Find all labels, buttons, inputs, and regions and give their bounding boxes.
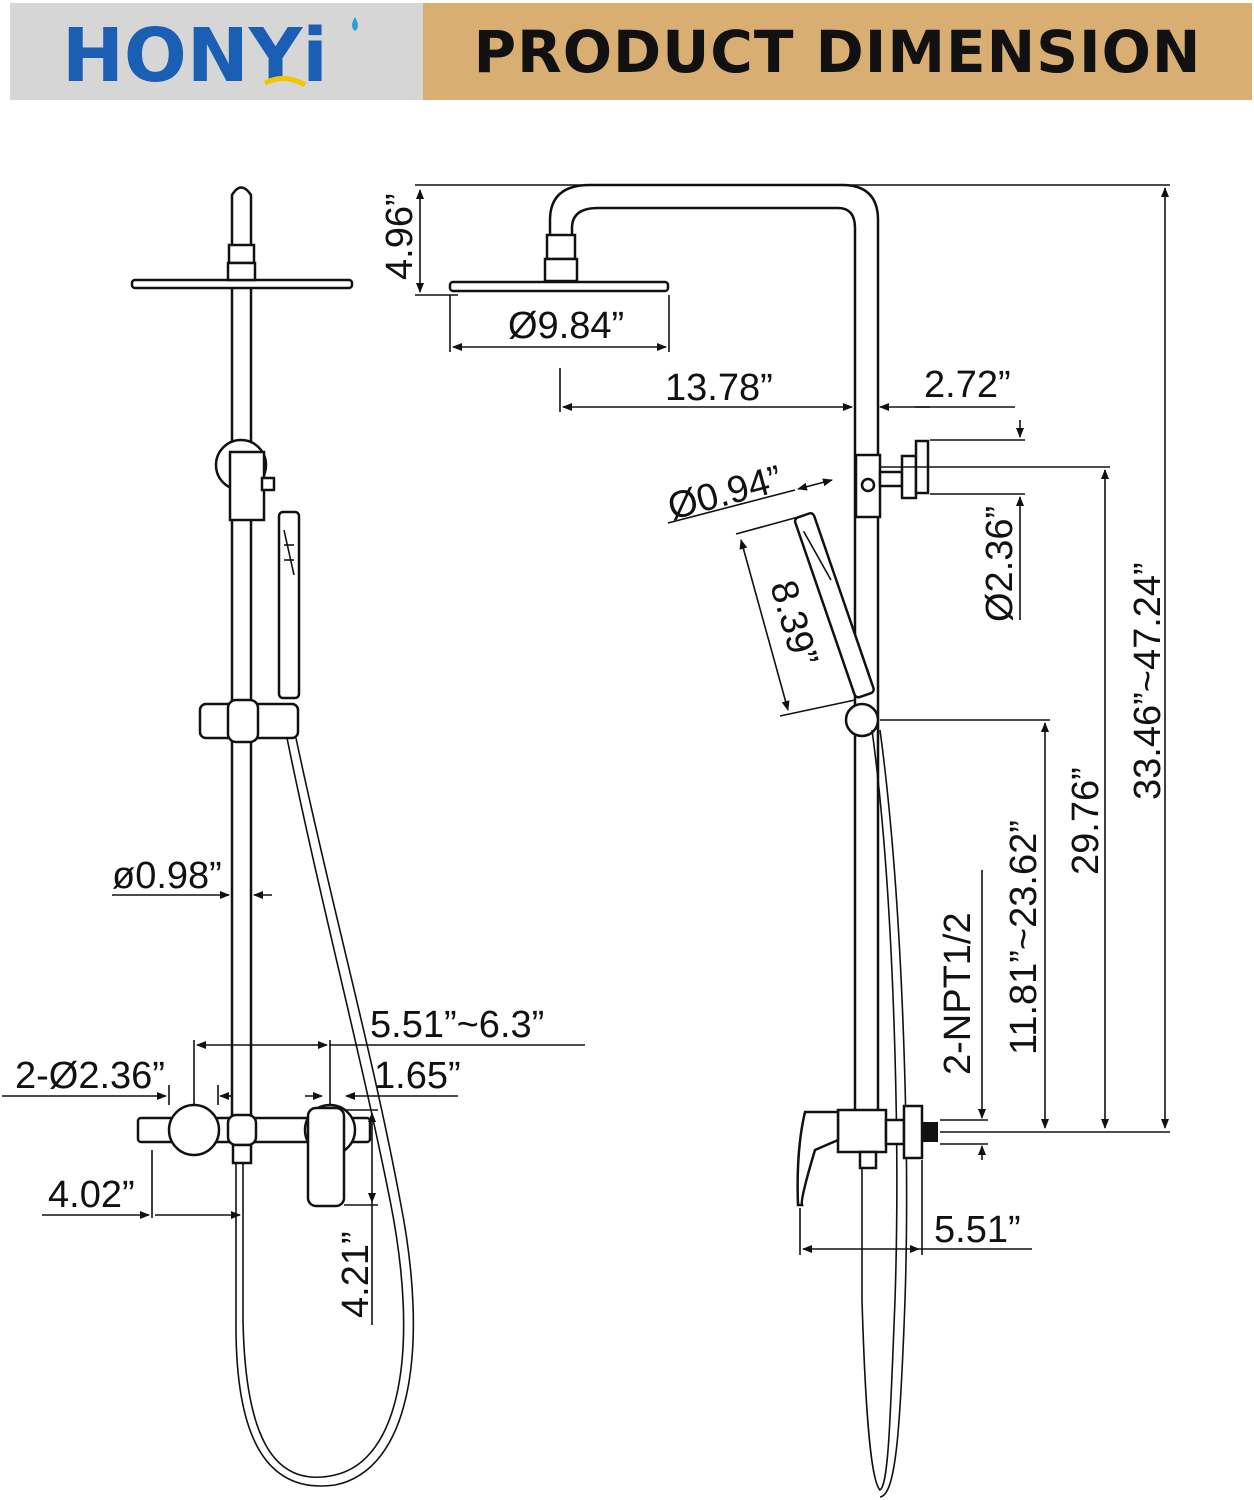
dimension-labels: 4.96” Ø9.84” 13.78” 2.72” Ø2.36” Ø0.94” … (15, 193, 1169, 1318)
label-arm-reach: 13.78” (665, 367, 773, 409)
side-valve-body (836, 1108, 888, 1154)
label-wall-projection: 5.51” (934, 1209, 1021, 1251)
side-bracket-base (900, 454, 918, 500)
brand-panel: HONYi (10, 3, 423, 100)
front-diverter (226, 1113, 258, 1147)
front-hose-outlet (231, 1143, 253, 1165)
brand-logo: HONYi (62, 13, 328, 99)
front-slider-holder (226, 698, 260, 744)
front-hand-shower (277, 510, 301, 700)
label-inlet-thread: 2-NPT1/2 (937, 912, 979, 1075)
label-spout-length: 4.02” (48, 1174, 135, 1216)
front-flange-left (167, 1103, 221, 1157)
label-bracket-diameter: Ø2.36” (979, 506, 1021, 622)
front-nut (227, 243, 256, 265)
page-title: PRODUCT DIMENSION (473, 17, 1202, 86)
front-bracket-screw (260, 476, 276, 492)
side-inlet-thread (922, 1122, 938, 1142)
label-head-diameter: Ø9.84” (508, 305, 624, 347)
side-flange (902, 1104, 924, 1160)
side-valve-handle (796, 1110, 840, 1207)
label-flange-diameter: 2-Ø2.36” (15, 1055, 165, 1097)
logo-swoosh-icon (263, 76, 307, 88)
label-total-height: 33.46”~47.24” (1127, 562, 1169, 800)
label-bracket-offset: 2.72” (924, 364, 1011, 406)
side-hose-outer (861, 729, 898, 1492)
label-head-height: 4.96” (379, 193, 421, 280)
label-slider-range: 11.81”~23.62” (1003, 820, 1045, 1055)
side-hose-inner (879, 729, 908, 1498)
label-valve-height: 4.21” (335, 1231, 377, 1318)
label-bracket-height: 29.76” (1065, 767, 1107, 875)
dimension-lines (2, 184, 1170, 1325)
side-bracket-arm (878, 470, 904, 488)
side-arm-inner (570, 206, 857, 1120)
front-bracket-clamp (228, 450, 266, 522)
front-hand-grip (283, 529, 295, 576)
label-handheld-length: 8.39” (761, 576, 825, 671)
front-hose-outer (242, 737, 405, 1478)
front-valve-handle (306, 1106, 346, 1208)
front-view (130, 186, 415, 1487)
label-pipe-diameter: ø0.98” (112, 855, 222, 897)
front-pipe-top (230, 186, 253, 245)
label-valve-offset: 1.65” (374, 1055, 461, 1097)
side-head-connector (545, 233, 577, 261)
side-hand-shower (793, 512, 875, 699)
header-banner: HONYi PRODUCT DIMENSION (10, 3, 1252, 100)
side-head-nut (543, 257, 579, 283)
front-head-connector (226, 261, 257, 282)
title-panel: PRODUCT DIMENSION (423, 3, 1252, 100)
side-slider (844, 702, 880, 738)
label-handheld-diameter: Ø0.94” (663, 458, 786, 529)
water-drop-icon (352, 17, 358, 31)
label-center-distance: 5.51”~6.3” (370, 1004, 544, 1046)
side-shower-head (448, 280, 670, 293)
front-hose-inner (235, 737, 415, 1487)
